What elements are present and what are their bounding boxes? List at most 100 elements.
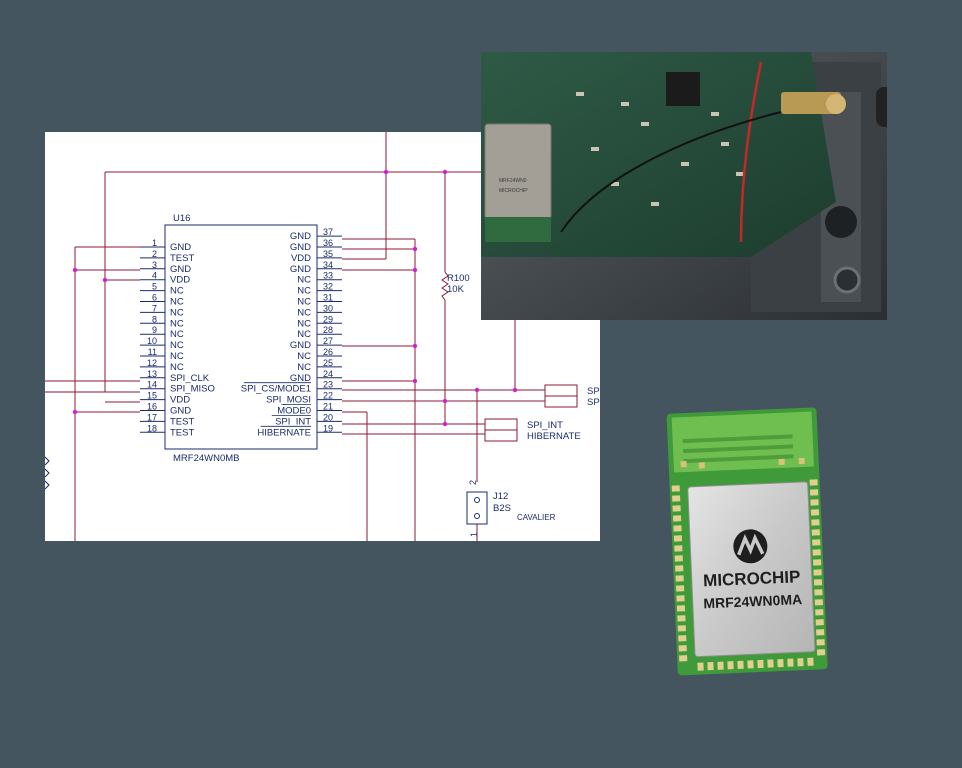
- castellated-pad: [671, 485, 680, 492]
- pin-name-left-6: NC: [170, 297, 184, 308]
- castellated-pad: [811, 529, 820, 536]
- castellated-pad: [677, 615, 686, 622]
- castellated-pad: [707, 662, 714, 671]
- castellated-pad: [675, 565, 684, 572]
- pin-name-right-27: GND: [290, 340, 311, 351]
- pin-name-right-28: NC: [297, 329, 311, 340]
- pin-number-left-1: 1: [152, 238, 157, 248]
- castellated-pad: [815, 619, 824, 626]
- board-photo: MRF24WN0 MICROCHIP: [481, 52, 887, 320]
- pin-number-right-35: 35: [323, 249, 333, 259]
- pin-number-right-28: 28: [323, 325, 333, 335]
- pin-number-left-17: 17: [147, 412, 157, 422]
- castellated-pad: [816, 649, 826, 656]
- pin-number-right-22: 22: [323, 391, 333, 401]
- pin-number-left-15: 15: [147, 391, 157, 401]
- off-page-arrows: [45, 456, 50, 490]
- pin-name-left-17: TEST: [170, 416, 194, 427]
- castellated-pad: [697, 662, 704, 671]
- module-brand: MICROCHIP: [703, 567, 801, 590]
- module-part-number: MRF24WN0MA: [703, 591, 802, 611]
- pin-number-right-23: 23: [323, 380, 333, 390]
- pin-name-right-32: NC: [297, 286, 311, 297]
- pin-number-right-36: 36: [323, 238, 333, 248]
- pin-number-left-12: 12: [147, 358, 157, 368]
- connector-pin-1: 1: [469, 532, 479, 537]
- pin-name-right-33: NC: [297, 275, 311, 286]
- pin-number-left-16: 16: [147, 402, 157, 412]
- pin-name-right-26: NC: [297, 351, 311, 362]
- pin-name-left-7: NC: [170, 307, 184, 318]
- pin-name-left-8: NC: [170, 318, 184, 329]
- component-name: MRF24WN0MB: [173, 453, 240, 464]
- pin-number-left-5: 5: [152, 282, 157, 292]
- net-label-sp-1: SP: [587, 386, 600, 397]
- castellated-pad: [812, 559, 822, 566]
- microchip-logo: [733, 529, 768, 564]
- component-body: [164, 224, 318, 450]
- castellated-pad: [809, 489, 819, 496]
- castellated-pad: [807, 657, 814, 666]
- castellated-pad: [813, 569, 822, 576]
- castellated-pad: [717, 661, 724, 670]
- connector-note: CAVALIER: [517, 513, 556, 522]
- castellated-pad: [674, 545, 683, 552]
- net-flags: SP SP SPI_INT HIBERNATE: [484, 384, 600, 442]
- castellated-pad: [676, 595, 685, 602]
- pin-name-left-15: VDD: [170, 395, 190, 406]
- pin-name-right-34: GND: [290, 264, 311, 275]
- castellated-pad: [816, 629, 825, 636]
- castellated-pad: [676, 605, 686, 612]
- castellated-pad: [673, 525, 682, 532]
- pin-name-left-12: NC: [170, 362, 184, 373]
- castellated-pad: [675, 585, 685, 592]
- pin-number-right-25: 25: [323, 358, 333, 368]
- pin-name-right-29: NC: [297, 318, 311, 329]
- pin-number-right-20: 20: [323, 412, 333, 422]
- pin-name-left-1: GND: [170, 242, 191, 253]
- pin-number-left-14: 14: [147, 380, 157, 390]
- photo-module-label-2: MICROCHIP: [499, 188, 528, 194]
- pin-number-left-9: 9: [152, 325, 157, 335]
- pin-number-right-32: 32: [323, 282, 333, 292]
- castellated-pad: [727, 661, 734, 670]
- pin-number-right-21: 21: [323, 402, 333, 412]
- castellated-pad: [814, 599, 823, 606]
- castellated-pad: [797, 658, 804, 667]
- net-label-spi-int: SPI_INT: [527, 420, 563, 431]
- pin-name-right-22: SPI_MOSI: [266, 395, 311, 406]
- connector-ref: J12: [493, 491, 508, 502]
- pin-number-right-24: 24: [323, 369, 333, 379]
- castellated-pad: [767, 659, 774, 668]
- castellated-pad: [812, 549, 821, 556]
- pin-name-right-21: MODE0: [277, 406, 311, 417]
- pin-name-left-13: SPI_CLK: [170, 373, 210, 384]
- pin-name-right-31: NC: [297, 297, 311, 308]
- castellated-pad: [737, 660, 744, 669]
- castellated-pad: [677, 625, 686, 632]
- pin-name-left-18: TEST: [170, 427, 194, 438]
- pin-number-left-6: 6: [152, 293, 157, 303]
- connector-j12: 2 1 J12 B2S CAVALIER: [466, 480, 556, 537]
- pin-number-right-30: 30: [323, 303, 333, 313]
- pin-number-left-4: 4: [152, 271, 157, 281]
- pin-name-left-11: NC: [170, 351, 184, 362]
- castellated-pad: [810, 509, 820, 516]
- castellated-pad: [679, 655, 688, 662]
- castellated-pad: [672, 515, 682, 522]
- castellated-pad: [811, 519, 820, 526]
- castellated-pad: [673, 535, 683, 542]
- pin-number-left-18: 18: [147, 423, 157, 433]
- pin-number-left-2: 2: [152, 249, 157, 259]
- pin-number-right-19: 19: [323, 423, 333, 433]
- pin-number-right-29: 29: [323, 314, 333, 324]
- pin-name-left-2: TEST: [170, 253, 194, 264]
- castellated-pad: [674, 555, 683, 562]
- resistor-value: 10K: [447, 284, 465, 295]
- castellated-pad: [814, 589, 823, 596]
- castellated-pad: [747, 660, 754, 669]
- castellated-pad: [672, 505, 681, 512]
- pin-number-left-11: 11: [148, 347, 157, 357]
- castellated-pad: [816, 639, 825, 646]
